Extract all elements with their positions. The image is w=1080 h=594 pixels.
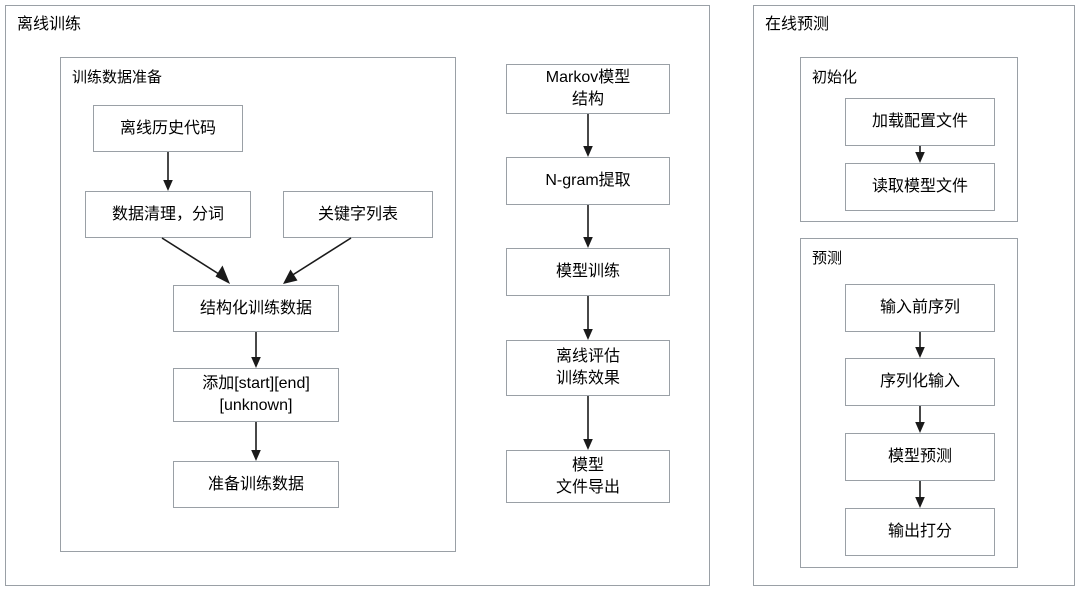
node-prepare-training-data[interactable]: 准备训练数据 <box>173 461 339 508</box>
node-model-file-export[interactable]: 模型 文件导出 <box>506 450 670 503</box>
node-markov-model-structure[interactable]: Markov模型 结构 <box>506 64 670 114</box>
node-offline-evaluate[interactable]: 离线评估 训练效果 <box>506 340 670 396</box>
node-data-clean-segment[interactable]: 数据清理，分词 <box>85 191 251 238</box>
panel-offline-training-title: 离线训练 <box>17 16 82 33</box>
subpanel-prediction-title: 预测 <box>812 250 843 267</box>
node-offline-history-code[interactable]: 离线历史代码 <box>93 105 243 152</box>
node-output-score[interactable]: 输出打分 <box>845 508 995 556</box>
node-load-config-file[interactable]: 加载配置文件 <box>845 98 995 146</box>
panel-online-prediction-title: 在线预测 <box>765 16 830 33</box>
node-input-prefix-sequence[interactable]: 输入前序列 <box>845 284 995 332</box>
node-read-model-file[interactable]: 读取模型文件 <box>845 163 995 211</box>
node-serialize-input[interactable]: 序列化输入 <box>845 358 995 406</box>
node-model-training[interactable]: 模型训练 <box>506 248 670 296</box>
subpanel-initialization-title: 初始化 <box>812 69 858 86</box>
node-keyword-list[interactable]: 关键字列表 <box>283 191 433 238</box>
node-ngram-extract[interactable]: N-gram提取 <box>506 157 670 205</box>
node-add-tokens[interactable]: 添加[start][end] [unknown] <box>173 368 339 422</box>
node-structured-training-data[interactable]: 结构化训练数据 <box>173 285 339 332</box>
subpanel-training-data-preparation-title: 训练数据准备 <box>72 69 163 86</box>
node-model-predict[interactable]: 模型预测 <box>845 433 995 481</box>
